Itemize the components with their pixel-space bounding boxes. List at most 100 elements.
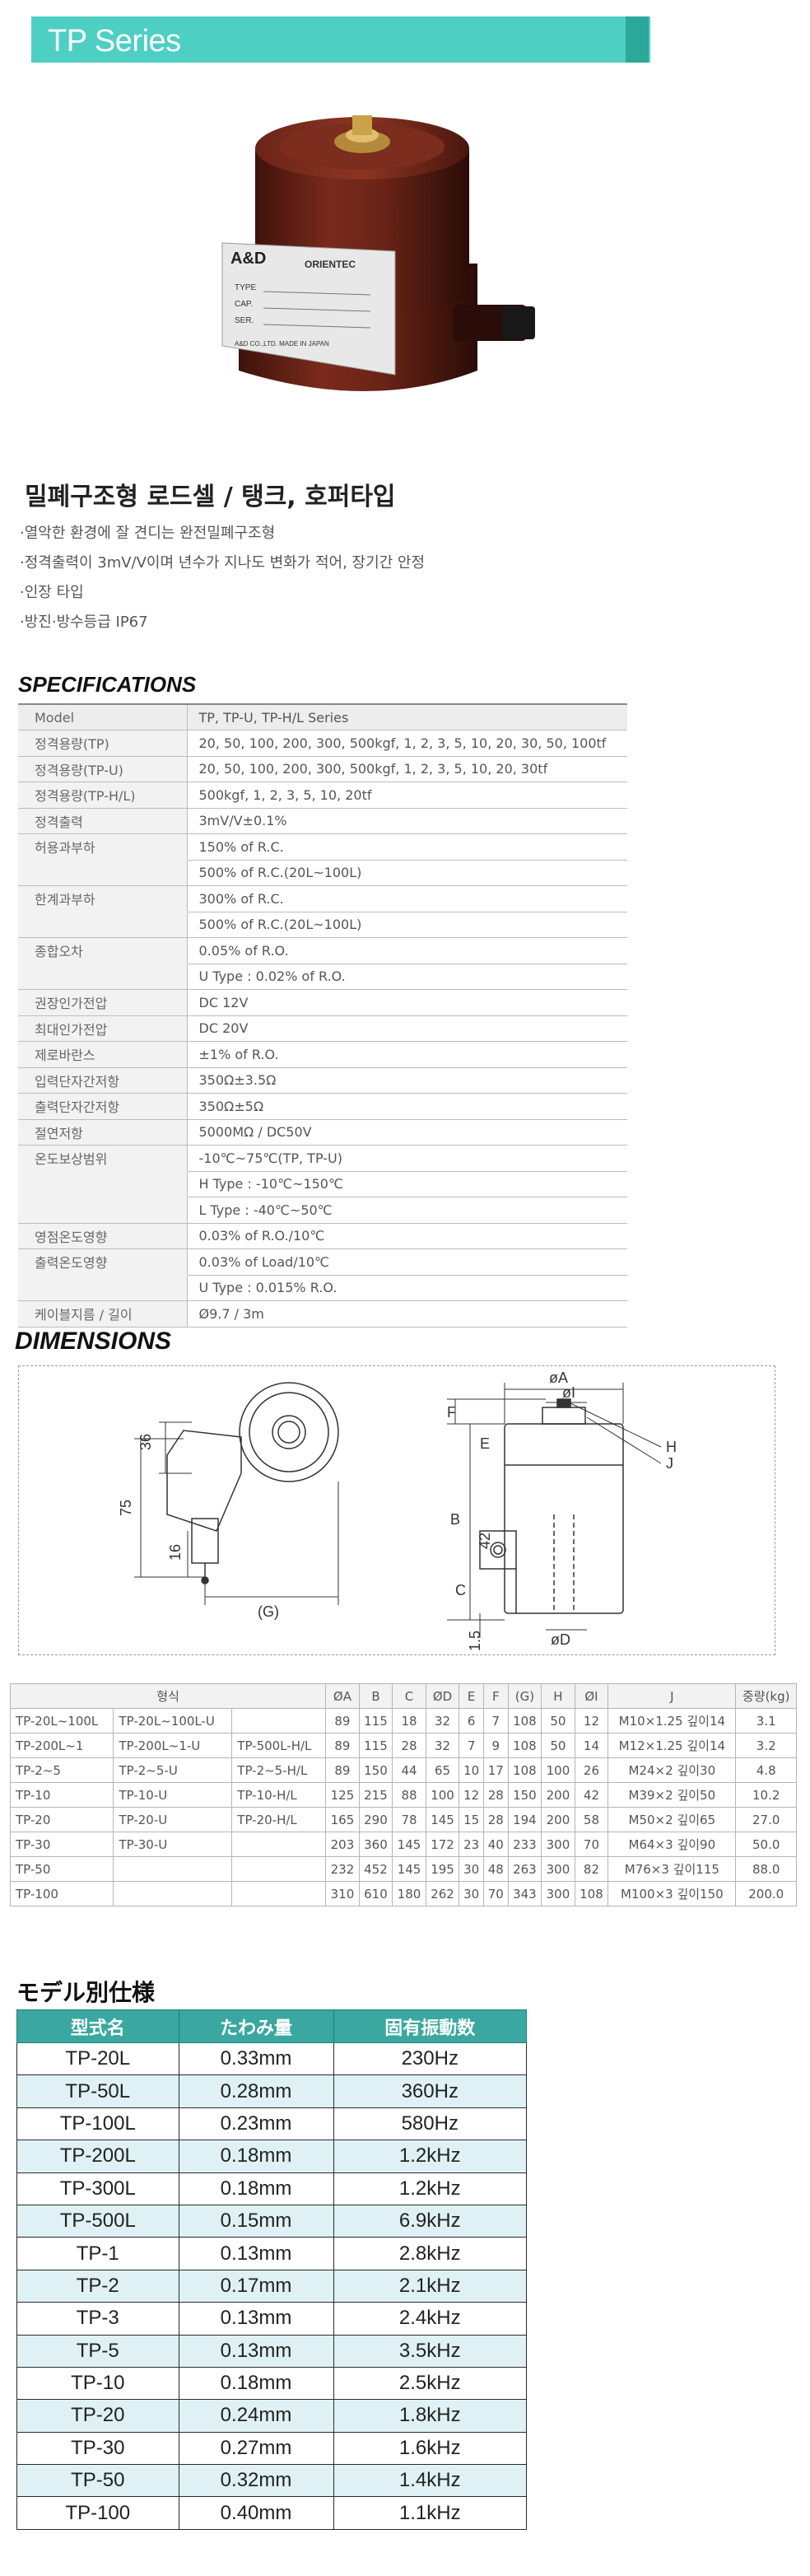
dim-value-cell: M64×3 깊이90	[608, 1832, 737, 1857]
spec-value: 300% of R.C.	[187, 885, 627, 912]
model-col-header: 型式名	[16, 2009, 179, 2043]
dim-value-cell: 215	[358, 1782, 393, 1808]
dim-value-cell: 180	[392, 1881, 426, 1906]
dim-value-cell: 108	[507, 1757, 542, 1783]
dimensions-table: 형식 ØA B C ØD E F (G) H ØI J 중량(kg) TP-20…	[9, 1683, 797, 1906]
spec-value: 5000MΩ / DC50V	[187, 1119, 627, 1146]
dim-value-cell: 12	[574, 1708, 609, 1734]
spec-value: 500% of R.C.(20L~100L)	[187, 860, 627, 886]
spec-value: -10℃~75℃(TP, TP-U)	[187, 1145, 627, 1172]
dim-value-cell: 28	[482, 1782, 509, 1808]
dim-value-cell: 108	[574, 1881, 609, 1906]
dim-model-cell: TP-10-U	[113, 1782, 233, 1808]
dim-value-cell: 262	[425, 1881, 460, 1906]
dim-label-a: øA	[549, 1370, 568, 1386]
dim-col-header: 형식	[9, 1683, 327, 1709]
dim-value-cell: 150	[358, 1757, 393, 1783]
dim-value-cell: 82	[574, 1856, 609, 1882]
dim-model-cell	[231, 1708, 327, 1734]
dim-value-cell: M39×2 깊이50	[608, 1782, 737, 1808]
spec-row: 제로바란스±1% of R.O.	[18, 1041, 627, 1068]
dim-value-cell: 89	[325, 1733, 360, 1758]
dim-value-cell: 263	[507, 1856, 542, 1882]
dim-label-h: H	[666, 1439, 677, 1455]
dim-label-36: 36	[137, 1434, 154, 1450]
dim-label-f: F	[447, 1404, 456, 1421]
dim-value-cell: 232	[325, 1856, 360, 1882]
dim-value-cell: 300	[541, 1832, 575, 1857]
deflection-cell: 0.13mm	[178, 2334, 334, 2368]
dim-value-cell: M12×1.25 깊이14	[608, 1733, 737, 1758]
feature-list: ·열악한 환경에 잘 견디는 완전밀폐구조형 ·정격출력이 3mV/V이며 년수…	[20, 519, 425, 637]
dim-model-cell: TP-100	[9, 1881, 114, 1906]
model-name-cell: TP-50L	[16, 2074, 179, 2108]
dim-model-cell: TP-20L~100L-U	[113, 1708, 233, 1734]
product-description-title: 밀폐구조형 로드셀 / 탱크, 호퍼타입	[25, 483, 396, 511]
dim-value-cell: 48	[482, 1856, 509, 1882]
dim-model-cell	[231, 1832, 327, 1857]
frequency-cell: 230Hz	[333, 2042, 528, 2076]
deflection-cell: 0.28mm	[178, 2074, 334, 2108]
dim-label-75: 75	[118, 1500, 134, 1516]
spec-value: 350Ω±5Ω	[187, 1093, 627, 1120]
dim-value-cell: 165	[325, 1807, 360, 1832]
dim-col-header: E	[459, 1683, 484, 1709]
model-name-cell: TP-100L	[16, 2107, 179, 2141]
dim-value-cell: 88	[392, 1782, 426, 1808]
spec-key: 정격용량(TP-U)	[18, 756, 188, 782]
model-name-cell: TP-5	[16, 2334, 179, 2368]
deflection-cell: 0.23mm	[178, 2107, 334, 2141]
spec-value: 0.05% of R.O.	[187, 937, 627, 964]
deflection-cell: 0.40mm	[178, 2496, 334, 2530]
frequency-cell: 580Hz	[333, 2107, 528, 2141]
dim-col-header: 중량(kg)	[735, 1683, 797, 1709]
dim-value-cell: 100	[425, 1782, 460, 1808]
dim-value-cell: 115	[358, 1708, 393, 1734]
spec-key: 영점온도영향	[18, 1223, 188, 1249]
dim-model-cell: TP-20L~100L	[9, 1708, 114, 1734]
dim-model-cell: TP-30	[9, 1832, 114, 1857]
dim-value-cell: 7	[459, 1733, 484, 1758]
dim-value-cell: 12	[459, 1782, 484, 1808]
dim-col-header: J	[608, 1683, 737, 1709]
dim-col-header: ØA	[325, 1683, 360, 1709]
dim-value-cell: 452	[358, 1856, 393, 1882]
dim-value-cell: 89	[325, 1708, 360, 1734]
model-name-cell: TP-20L	[16, 2042, 179, 2076]
deflection-cell: 0.33mm	[178, 2042, 334, 2076]
dim-model-cell: TP-20-H/L	[231, 1807, 327, 1832]
model-name-cell: TP-100	[16, 2496, 179, 2530]
feature-item: ·열악한 환경에 잘 견디는 완전밀폐구조형	[20, 525, 276, 542]
dim-value-cell: 300	[541, 1856, 575, 1882]
spec-value: 0.03% of Load/10℃	[187, 1248, 627, 1276]
dim-label-1-5: 1.5	[467, 1631, 483, 1651]
dim-value-cell: 343	[507, 1881, 542, 1906]
spec-key: 온도보상범위	[18, 1145, 188, 1172]
dim-value-cell: 360	[358, 1832, 393, 1857]
dim-col-header: B	[358, 1683, 393, 1709]
dim-label-b: B	[450, 1511, 460, 1528]
dim-label-d: øD	[551, 1631, 570, 1648]
plate-cap: CAP.	[235, 300, 253, 309]
frequency-cell: 1.1kHz	[333, 2496, 528, 2530]
frequency-cell: 2.8kHz	[333, 2237, 528, 2270]
dim-label-i: øI	[562, 1384, 575, 1401]
plate-type: TYPE	[235, 283, 256, 292]
frequency-cell: 1.4kHz	[333, 2464, 528, 2498]
